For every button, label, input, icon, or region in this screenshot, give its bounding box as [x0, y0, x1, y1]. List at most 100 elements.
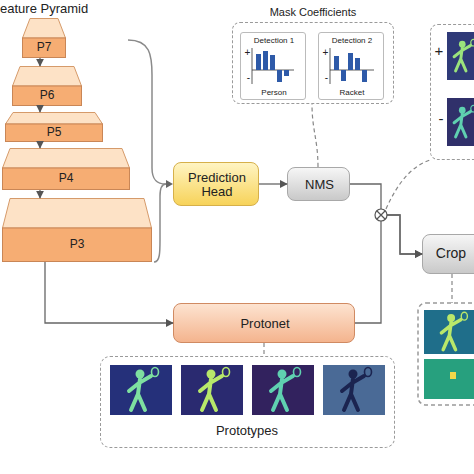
axis-line — [252, 48, 253, 84]
process-box: Crop — [422, 234, 474, 274]
bar — [362, 70, 367, 82]
bar — [277, 70, 282, 82]
node-text: Mask Coefficients — [232, 4, 394, 20]
plate-front — [13, 86, 82, 106]
leader-line — [312, 104, 318, 167]
node-text: P6 — [12, 86, 82, 106]
prototype-image — [181, 365, 243, 415]
plate-front — [23, 38, 66, 58]
process-box: NMS — [287, 167, 350, 201]
node-text: - — [322, 72, 331, 83]
prototype-image — [110, 365, 172, 415]
node-text: Prediction Head — [174, 163, 260, 207]
prototype-group: Prototypes — [100, 356, 395, 448]
bar — [348, 53, 353, 70]
plate-top — [3, 199, 152, 229]
process-box: Prediction Head — [173, 162, 259, 206]
figure — [271, 368, 301, 411]
brace-upper — [128, 40, 166, 184]
prototype-image — [323, 365, 385, 415]
flow-arrow — [259, 183, 287, 184]
prototype-image — [252, 365, 314, 415]
flow-arrow — [350, 184, 422, 254]
bar — [334, 56, 339, 70]
leader-lines — [264, 104, 452, 356]
figure — [129, 368, 159, 411]
plate-top — [6, 113, 103, 125]
pyramid-level: P7 — [22, 18, 66, 58]
plate-shape — [2, 198, 152, 262]
node-text: P5 — [5, 124, 103, 142]
coefficient-group: Mask CoefficientsDetection 1+-PersonDete… — [232, 4, 394, 104]
node-text: - — [435, 111, 447, 127]
group-title: eature Pyramid — [0, 1, 120, 17]
node-text: NMS — [288, 168, 351, 202]
connector-layer — [40, 58, 422, 323]
leader-line — [263, 343, 264, 356]
node-text: P7 — [22, 38, 66, 58]
bar — [284, 70, 289, 76]
node-text: Protonet — [174, 304, 356, 344]
flow-arrow — [39, 142, 40, 148]
axis-line — [252, 70, 294, 71]
assembly-images — [447, 32, 474, 146]
process-box: Protonet — [173, 303, 355, 343]
multiply-symbol — [375, 209, 387, 221]
mask-image — [447, 32, 474, 80]
flow-arrow — [45, 262, 173, 323]
flow-arrow — [39, 106, 40, 112]
plate-top — [3, 149, 130, 169]
node-text: P3 — [2, 228, 152, 262]
flow-arrow — [39, 190, 40, 198]
plate-top — [13, 67, 82, 87]
node-text: P4 — [2, 168, 130, 190]
flow-arrow — [355, 215, 422, 323]
coefficient-chart: Detection 1+-Person — [240, 32, 306, 100]
node-text: Person — [241, 88, 307, 98]
bar — [270, 55, 275, 70]
crop-results — [418, 303, 474, 405]
leader-line — [386, 160, 430, 209]
result-image — [424, 310, 474, 354]
figure — [342, 368, 372, 411]
mask-image — [447, 98, 474, 146]
pyramid-level: P5 — [5, 112, 103, 142]
multiply-cross — [377, 211, 385, 219]
axis-line — [330, 48, 331, 84]
plate-front — [3, 168, 130, 190]
prototype-images — [110, 365, 385, 415]
brace-arrowhead — [166, 180, 173, 188]
result-box — [418, 303, 474, 405]
brace-lower — [154, 184, 166, 262]
node-text: Prototypes — [101, 421, 393, 441]
pyramid-level: P4 — [2, 148, 130, 190]
plate-top — [23, 19, 66, 39]
pyramid-level: P3 — [2, 198, 152, 262]
figure — [454, 105, 474, 137]
figure — [441, 312, 467, 349]
leader-line — [451, 274, 452, 303]
figure — [200, 368, 230, 411]
bar — [263, 51, 268, 70]
node-text: Detection 1 — [241, 36, 307, 46]
node-text: + — [433, 43, 445, 59]
node-text: - — [244, 72, 253, 83]
plate-front — [3, 228, 152, 262]
coefficient-chart: Detection 2+-Racket — [318, 32, 384, 100]
result-image — [424, 359, 474, 399]
bar — [341, 70, 346, 81]
coefficient-bars — [252, 48, 374, 84]
axis-line — [330, 70, 374, 71]
plate-front — [6, 124, 103, 142]
node-text: Detection 2 — [319, 36, 385, 46]
multiply-circle — [375, 209, 387, 221]
figure — [454, 39, 474, 71]
assembly-group: +- — [430, 24, 474, 160]
bar — [256, 54, 261, 70]
bar — [355, 58, 360, 70]
flow-arrow — [39, 58, 40, 66]
node-text: Racket — [319, 88, 385, 98]
result-detail — [450, 372, 456, 379]
